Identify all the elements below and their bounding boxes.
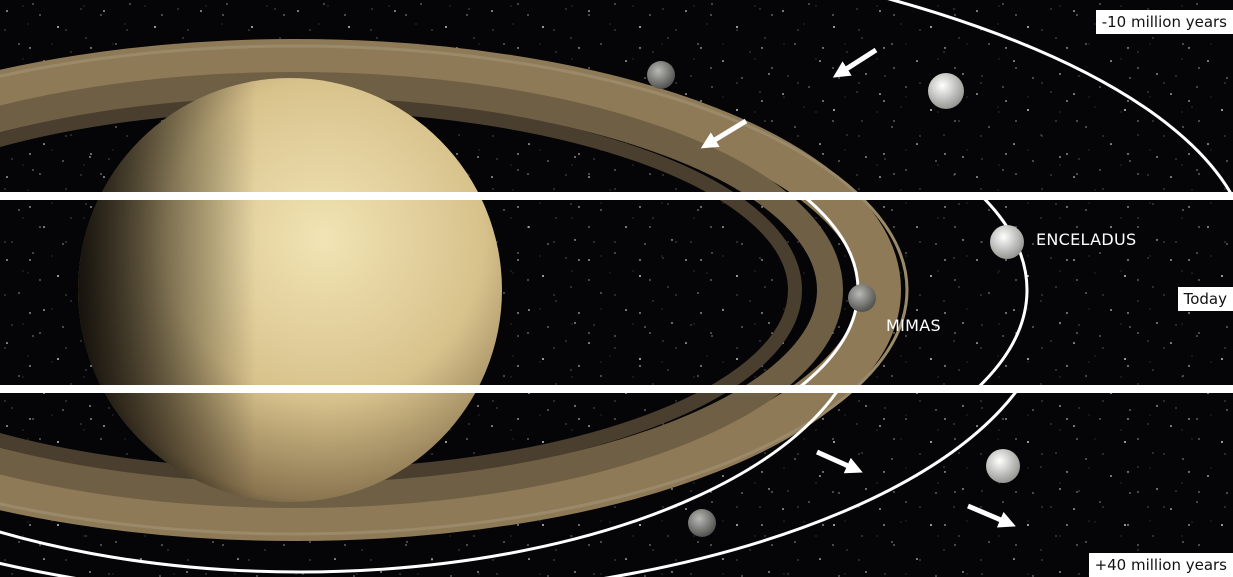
mimas-moon <box>688 509 716 537</box>
enceladus-moon <box>928 73 964 109</box>
saturn-planet <box>104 393 476 502</box>
arrow-outward-mimas <box>815 449 863 474</box>
label-today: Today <box>1177 287 1233 311</box>
mimas-moon <box>647 61 675 89</box>
mimas-label: MIMAS <box>886 316 941 335</box>
label-future: +40 million years <box>1088 553 1233 577</box>
mimas-moon <box>848 284 876 312</box>
enceladus-moon <box>990 225 1024 259</box>
enceladus-label: ENCELADUS <box>1036 230 1137 249</box>
orbit-enceladus <box>978 200 1029 385</box>
future-scene <box>0 393 1233 577</box>
arrow-outward-enceladus <box>967 503 1016 528</box>
saturn-rings <box>711 200 909 385</box>
panel-present: Today <box>0 200 1233 385</box>
saturn-planet <box>102 78 478 192</box>
arrow-inward-mimas <box>700 118 748 149</box>
past-scene <box>0 0 1233 192</box>
enceladus-moon <box>986 449 1020 483</box>
panel-past: -10 million years <box>0 0 1233 192</box>
label-past: -10 million years <box>1095 10 1233 34</box>
orbit-mimas <box>0 393 838 574</box>
arrow-inward-enceladus <box>832 47 878 78</box>
present-scene <box>0 200 1233 385</box>
panel-future: +40 million years <box>0 393 1233 577</box>
saturn-planet <box>78 200 502 385</box>
